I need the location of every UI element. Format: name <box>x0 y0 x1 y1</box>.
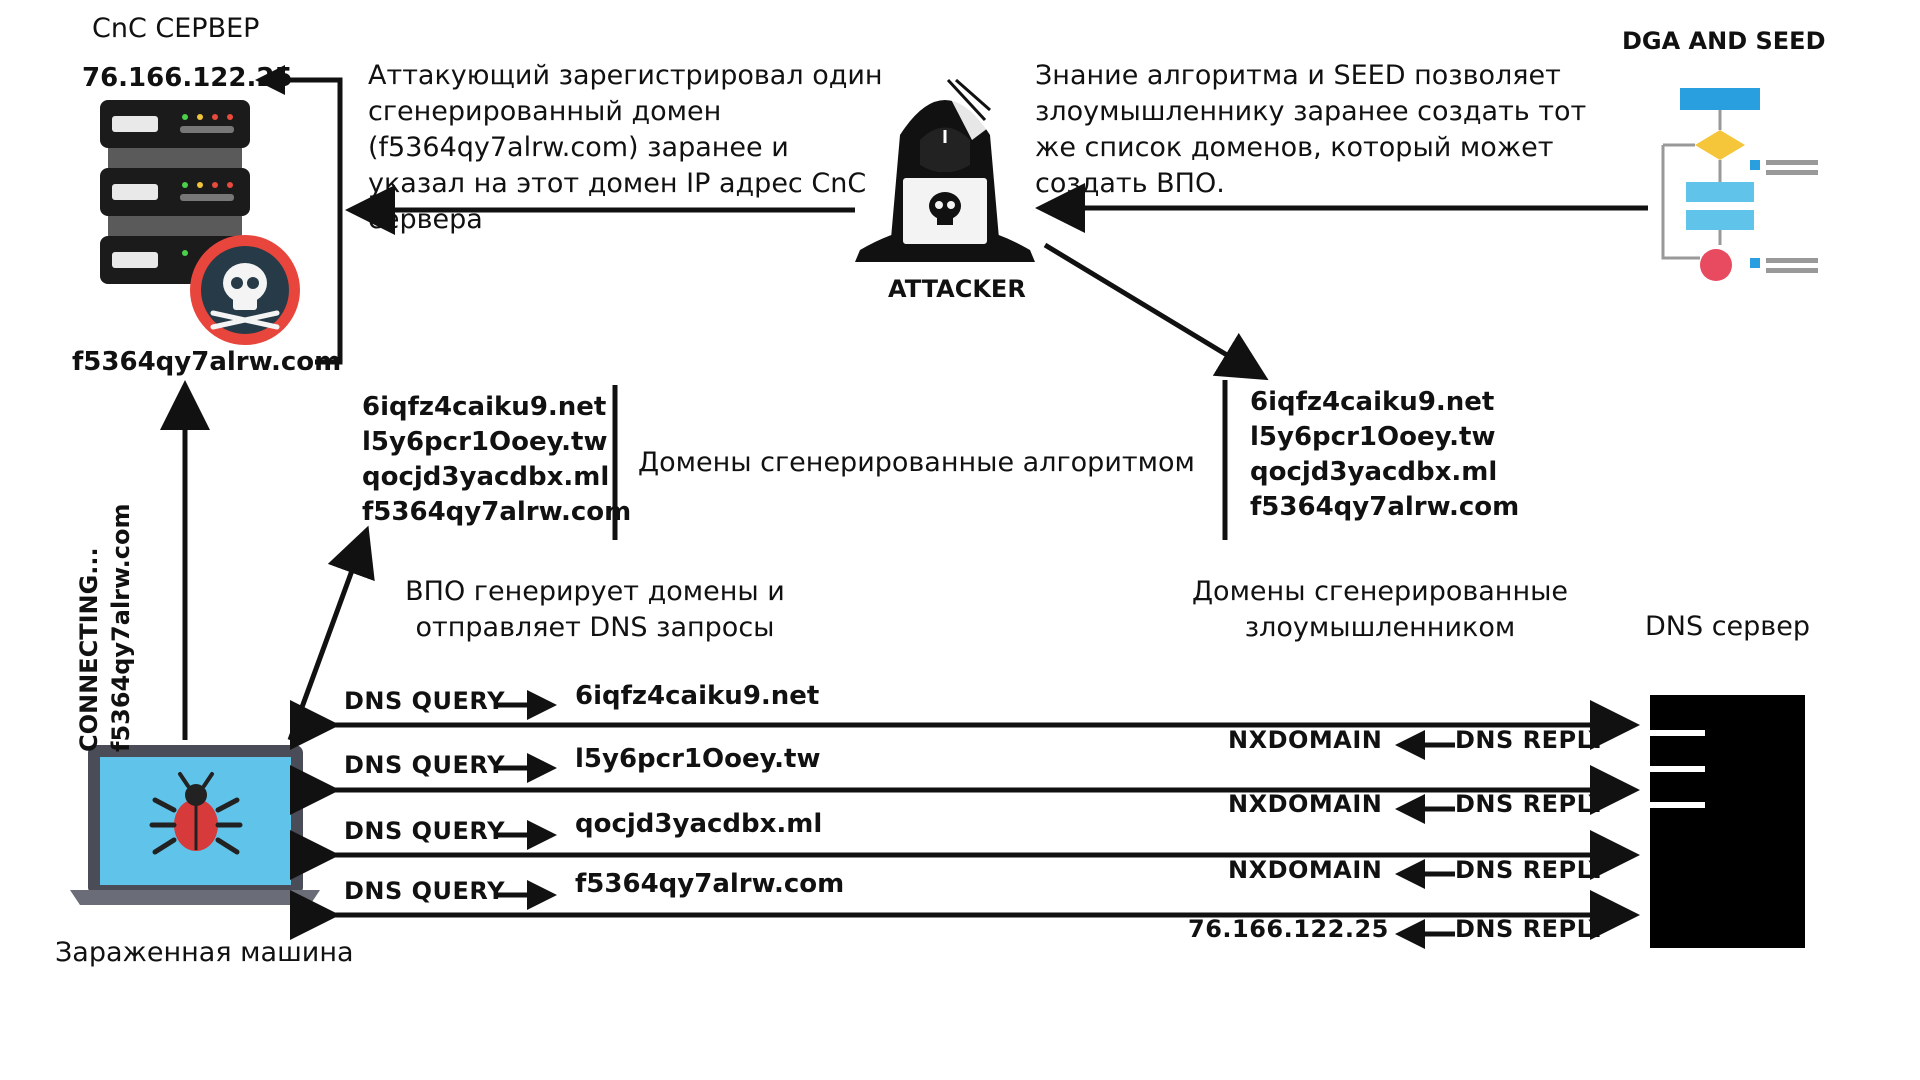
bug-icon <box>149 772 243 855</box>
attacker-domain: l5y6pcr1Ooey.tw <box>1250 422 1496 452</box>
dga-note: Знание алгоритма и SEED позволяет злоумы… <box>1035 60 1587 199</box>
dns-query-label: DNS QUERY <box>344 751 505 779</box>
attacker-domains-note: Домены сгенерированные злоумышленником <box>1191 576 1569 643</box>
attacker-domain: f5364qy7alrw.com <box>1250 492 1520 522</box>
dns-query-domain: qocjd3yacdbx.ml <box>575 809 823 839</box>
dns-reply-label: DNS REPLY <box>1455 915 1607 943</box>
cnc-title: CnC СЕРВЕР <box>92 13 260 44</box>
dns-answer: NXDOMAIN <box>1228 856 1383 884</box>
dns-query-domain: 6iqfz4caiku9.net <box>575 681 820 711</box>
connecting-label: CONNECTING... f5364qy7alrw.com <box>73 452 137 753</box>
server-icon <box>100 100 250 284</box>
dns-query-label: DNS QUERY <box>344 687 505 715</box>
malware-domain: l5y6pcr1Ooey.tw <box>362 427 608 457</box>
infected-machine-label: Зараженная машина <box>55 937 354 968</box>
dns-answer: NXDOMAIN <box>1228 790 1383 818</box>
dns-exchange-lines <box>290 690 1640 949</box>
attacker-label: ATTACKER <box>888 275 1026 303</box>
skull-icon <box>190 235 300 345</box>
attacker-domain: qocjd3yacdbx.ml <box>1250 457 1498 487</box>
malware-domain: f5364qy7alrw.com <box>362 497 632 527</box>
flowchart-icon <box>1661 88 1818 281</box>
connecting-status: CONNECTING... <box>75 547 103 752</box>
dns-answer: 76.166.122.25 <box>1188 915 1389 943</box>
hacker-icon <box>855 78 1035 262</box>
dns-server-label: DNS сервер <box>1645 611 1810 642</box>
dns-query-domain: f5364qy7alrw.com <box>575 869 845 899</box>
dns-reply-label: DNS REPLY <box>1455 856 1607 884</box>
dns-server-icon <box>1650 695 1805 948</box>
dns-query-label: DNS QUERY <box>344 817 505 845</box>
malware-note: ВПО генерирует домены и отправляет DNS з… <box>405 576 785 643</box>
dns-reply-label: DNS REPLY <box>1455 726 1607 754</box>
attacker-domain: 6iqfz4caiku9.net <box>1250 387 1495 417</box>
dns-query-label: DNS QUERY <box>344 877 505 905</box>
dns-query-domain: l5y6pcr1Ooey.tw <box>575 744 821 774</box>
dga-title: DGA AND SEED <box>1622 27 1826 55</box>
generated-domains-label: Домены сгенерированные алгоритмом <box>638 447 1195 478</box>
dns-reply-label: DNS REPLY <box>1455 790 1607 818</box>
cnc-ip: 76.166.122.25 <box>82 63 293 93</box>
dns-answer: NXDOMAIN <box>1228 726 1383 754</box>
connecting-domain: f5364qy7alrw.com <box>107 503 135 753</box>
cnc-domain: f5364qy7alrw.com <box>72 347 342 377</box>
malware-domain: qocjd3yacdbx.ml <box>362 462 610 492</box>
attacker-note: Аттакующий зарегистрировал один сгенерир… <box>368 60 883 235</box>
malware-domain: 6iqfz4caiku9.net <box>362 392 607 422</box>
